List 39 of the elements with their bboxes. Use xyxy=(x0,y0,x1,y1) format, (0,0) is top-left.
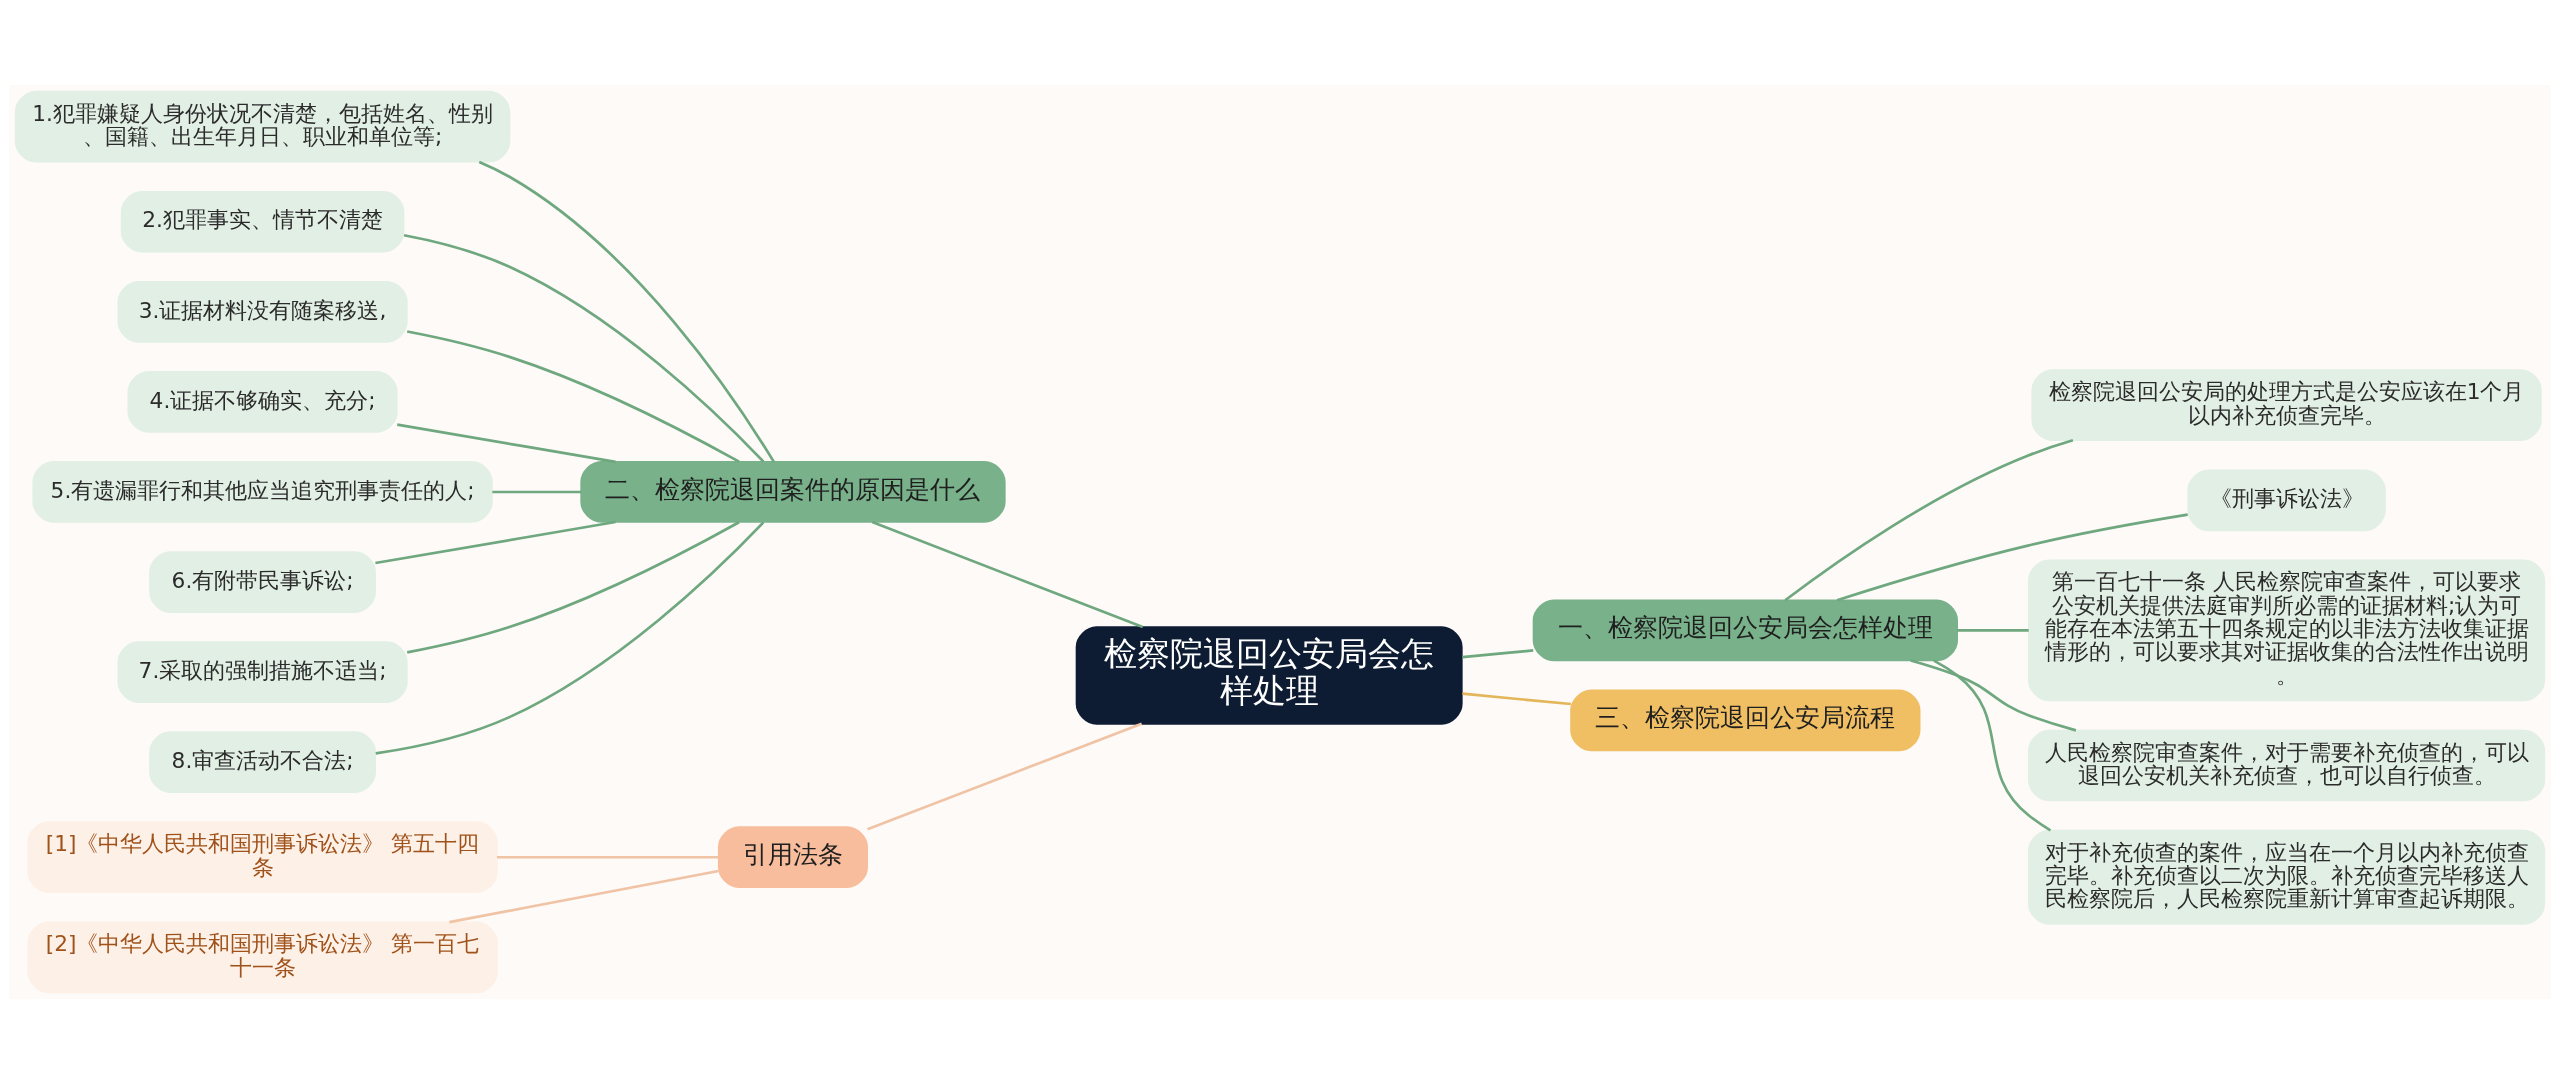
node-box: [1]《中华人民共和国刑事诉讼法》 第五十四条 xyxy=(27,821,498,894)
node-box: 2.犯罪事实、情节不清楚 xyxy=(120,190,405,253)
node-box: 5.有遗漏罪行和其他应当追究刑事责任的人; xyxy=(32,461,493,523)
node-box: 对于补充侦查的案件，应当在一个月以内补充侦查完毕。补充侦查以二次为限。补充侦查完毕移送人民检察院后，人民检察院重新计算审查起诉期限。 xyxy=(2028,829,2546,925)
connector xyxy=(403,233,765,463)
node-box: 引用法条 xyxy=(717,826,869,889)
connector xyxy=(1910,659,2077,732)
connector xyxy=(867,722,1143,831)
connector xyxy=(397,423,616,464)
node-box: 7.采取的强制措施不适当; xyxy=(117,641,408,703)
connector xyxy=(871,520,1144,629)
node-box: 二、检察院退回案件的原因是什么 xyxy=(580,461,1006,523)
node-box: 人民检察院审查案件，对于需要补充侦查的，可以退回公安机关补充侦查，也可以自行侦查。 xyxy=(2028,729,2546,802)
connector xyxy=(406,521,740,654)
node-box: 一、检察院退回公安局会怎样处理 xyxy=(1532,599,1958,662)
connector xyxy=(1462,692,1571,706)
node-box: 4.证据不够确实、充分; xyxy=(127,371,398,433)
node-box: [2]《中华人民共和国刑事诉讼法》 第一百七十一条 xyxy=(27,921,498,994)
connector xyxy=(478,160,775,463)
node-box: 3.证据材料没有随案移送, xyxy=(117,280,408,343)
node-box: 检察院退回公安局的处理方式是公安应该在1个月以内补充侦查完毕。 xyxy=(2031,369,2542,442)
connector xyxy=(375,520,616,565)
node-box: 检察院退回公安局会怎样处理 xyxy=(1075,626,1463,725)
connector xyxy=(1957,629,2029,632)
node-box: 三、检察院退回公安局流程 xyxy=(1570,689,1921,752)
node-box: 8.审查活动不合法; xyxy=(149,731,376,793)
connector xyxy=(1836,513,2188,602)
node-box: 第一百七十一条 人民检察院审查案件，可以要求公安机关提供法庭审判所必需的证据材料;认为可能存在本法第五十四条规定的以非法方法收集证据情形的，可以要求其对证据收集的合法性作出说明。 xyxy=(2028,559,2546,702)
connector xyxy=(1784,439,2074,602)
node-box: 6.有附带民事诉讼; xyxy=(149,551,376,613)
connector xyxy=(496,855,719,859)
connector xyxy=(1933,659,2052,832)
connector xyxy=(406,330,740,463)
connector xyxy=(449,869,719,924)
node-box: 《刑事诉讼法》 xyxy=(2187,469,2386,532)
connector xyxy=(375,521,765,755)
connector xyxy=(1462,649,1534,659)
connector xyxy=(492,490,582,494)
node-box: 1.犯罪嫌疑人身份状况不清楚，包括姓名、性别、国籍、出生年月日、职业和单位等; xyxy=(14,90,511,163)
